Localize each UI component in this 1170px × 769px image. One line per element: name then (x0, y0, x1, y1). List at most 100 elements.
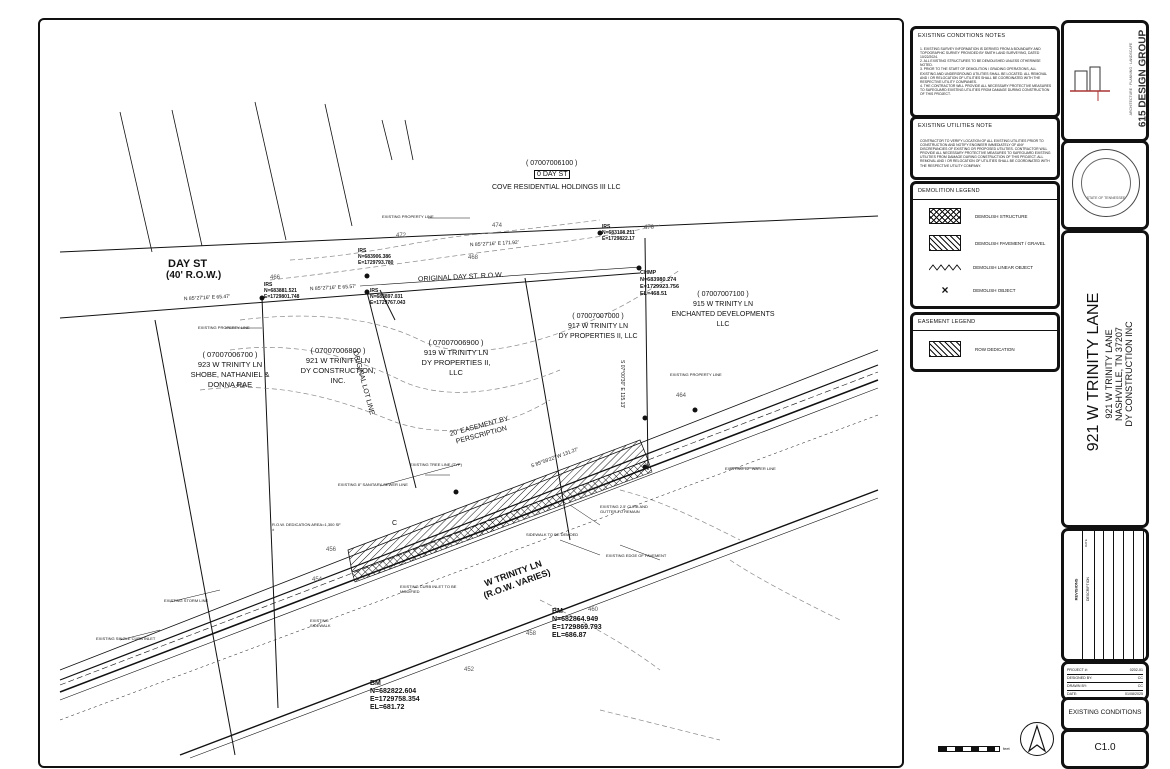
contour-464: 464 (676, 393, 687, 399)
demolition-legend: DEMOLITION LEGEND DEMOLISH STRUCTURE DEM… (910, 181, 1060, 309)
parcel-923: ( 07007006700 ) 923 W TRINITY LN SHOBE, … (180, 350, 280, 390)
parcel-north-owner: COVE RESIDENTIAL HOLDINGS III LLC (492, 184, 621, 191)
irs4-e: E=1729822.17 (602, 236, 635, 242)
ec-note-1: 1. EXISTING SURVEY INFORMATION IS DERIVE… (920, 47, 1041, 60)
existing-conditions-notes-body: 1. EXISTING SURVEY INFORMATION IS DERIVE… (920, 47, 1052, 96)
plan-frame: ( 07007006100 ) 0 DAY ST COVE RESIDENTIA… (38, 18, 904, 768)
bm2-label: BM (370, 680, 381, 687)
firm-logo-panel: 615 DESIGN GROUP ARCHITECTURE · PLANNING… (1061, 20, 1149, 142)
bm-point-2: BM N=682822.604 E=1729758.354 EL=681.72 (370, 680, 420, 712)
bm2-n: N=682822.604 (370, 688, 417, 695)
sheet-name: EXISTING CONDITIONS (1068, 709, 1142, 716)
site-plan (59, 101, 879, 759)
irs4-label: IRS (602, 224, 611, 230)
legend-row-dedication: ROW DEDICATION (929, 341, 1015, 357)
irs-point-2: IRS N=683881.521 E=1729801.748 (264, 282, 299, 300)
date-value: 01/08/2025 (1125, 692, 1143, 696)
callout-row-dedication: R.O.W. DEDICATION AREA=1,300 SF ± (272, 522, 341, 532)
revisions-label-col: REVISIONS (1068, 531, 1083, 659)
legend-row-dedication-label: ROW DEDICATION (975, 346, 1015, 352)
ec-note-3: 3. PRIOR TO THE START OF DEMOLITION / GR… (920, 67, 1048, 84)
legend-demolish-object: × DEMOLISH OBJECT (929, 282, 1015, 298)
irs2-e: E=1729801.748 (264, 294, 300, 300)
callout-leaders (119, 217, 760, 641)
ec-note-4: 4. THE CONTRACTOR WILL PROVIDE ALL NECES… (920, 83, 1052, 97)
bm1-e: E=1729869.793 (552, 624, 602, 631)
designed-by-value: CC (1137, 676, 1143, 680)
irs2-label: IRS (264, 282, 273, 288)
day-st-row-label: (40' R.O.W.) (166, 270, 222, 281)
parcel-919-addr: 919 W TRINITY LN (423, 348, 489, 357)
revisions-desc-label: DESCRIPTION (1086, 577, 1090, 601)
irs3-n: N=683897.031 (370, 294, 403, 300)
sheet-number-panel: C1.0 (1061, 729, 1149, 769)
north-arrow-icon (1020, 722, 1054, 756)
existing-conditions-notes-title: EXISTING CONDITIONS NOTES (918, 33, 1006, 39)
legend-demolish-structure: DEMOLISH STRUCTURE (929, 208, 1028, 224)
project-address: 921 W TRINITY LANE (1104, 329, 1114, 419)
callout-ex-single-curb: EXISTING SINGLE CURB INLET (96, 636, 156, 641)
chmp-n: N=683980.274 (640, 277, 677, 283)
parcel-921-id: ( 07007006800 ) (310, 346, 366, 355)
callout-sidewalk-demo: SIDEWALK TO BE DEMOED (526, 532, 579, 537)
revisions-panel: REVISIONS DESCRIPTION DATE (1061, 528, 1149, 662)
demolition-legend-divider (913, 199, 1057, 200)
irs-point-1: IRS N=683906.386 E=1729793.780 (358, 248, 393, 266)
contours (199, 219, 841, 741)
contour-452: 452 (464, 667, 475, 673)
firm-subtitle: ARCHITECTURE · PLANNING · LANDSCAPE (1129, 42, 1133, 116)
contour-454: 454 (312, 577, 323, 583)
chmp-e: E=1729923.756 (640, 284, 679, 290)
callout-ex-sewer: EXISTING 8" SANITARY SEWER LINE (338, 482, 408, 487)
callout-ex-edge: EXISTING EDGE OF PAVEMENT (606, 553, 667, 558)
project-info-panel: PROJECT #: 0202-01 DESIGNED BY: CC DRAWN… (1061, 661, 1149, 701)
contour-474: 474 (492, 223, 503, 229)
revisions-label: REVISIONS (1073, 578, 1079, 601)
parcel-917: ( 07007007000 ) 917 W TRINITY LN DY PROP… (548, 312, 648, 342)
sheet-number: C1.0 (1094, 742, 1116, 753)
engineer-seal-panel: STATE OF TENNESSEE (1061, 140, 1149, 230)
bm1-label: BM (552, 608, 563, 615)
callout-ex-curb: EXISTING 2.5' CURB AND GUTTER TO REMAIN (600, 504, 648, 514)
irs-point-4: IRS N=683108.211 E=1729822.17 (602, 224, 635, 242)
easement-legend-divider (913, 330, 1057, 331)
parcel-919-owner1: DY PROPERTIES II, (421, 358, 491, 367)
parcel-915-addr: 915 W TRINITY LN (692, 301, 754, 308)
parcel-923-id: ( 07007006700 ) (202, 350, 258, 359)
revisions-date-label: DATE (1084, 539, 1088, 547)
existing-utilities-note-title: EXISTING UTILITIES NOTE (918, 123, 993, 129)
irs-point-3: IRS N=683897.031 E=1729767.043 (370, 288, 405, 306)
callout-ex-prop-line-2: EXISTING PROPERTY LINE (198, 325, 250, 330)
project-info-rows: PROJECT #: 0202-01 DESIGNED BY: CC DRAWN… (1067, 667, 1143, 698)
chmp-label: CHMP (640, 270, 657, 276)
irs3-e: E=1729767.043 (370, 300, 406, 306)
bearing-east: S 07°00'30" E 115.13' (619, 360, 625, 409)
day-st-label: DAY ST (168, 258, 208, 270)
parcel-915-id: ( 07007007100 ) (697, 291, 749, 298)
parcel-917-id: ( 07007007000 ) (572, 313, 624, 320)
demolition-legend-title: DEMOLITION LEGEND (918, 188, 980, 194)
ec-note-2: 2. ALL EXISTING STRUCTURES TO BE DEMOLIS… (920, 59, 1041, 68)
parcel-915-owner: ENCHANTED DEVELOPMENTS LLC (671, 311, 775, 328)
easement-legend: EASEMENT LEGEND ROW DEDICATION (910, 312, 1060, 372)
parcel-919-owner2: LLC (449, 368, 463, 377)
project-client: DY CONSTRUCTION INC (1124, 321, 1134, 427)
parcel-921-owner2: INC. (330, 376, 346, 385)
date-row: DATE: 01/08/2025 (1067, 691, 1143, 698)
contour-470: 470 (644, 225, 655, 231)
drawn-by-label: DRAWN BY: (1067, 684, 1088, 688)
contour-472: 472 (396, 233, 407, 239)
parcel-921-owner1: DY CONSTRUCTION, (300, 366, 376, 375)
contour-460: 460 (588, 607, 599, 613)
callout-ex-prop-line: EXISTING PROPERTY LINE (382, 214, 434, 219)
contour-466: 466 (270, 275, 281, 281)
row-hatch-swatch-icon (929, 341, 961, 357)
callout-ex-prop-line-3: EXISTING PROPERTY LINE (670, 372, 722, 377)
legend-demolish-linear-label: DEMOLISH LINEAR OBJECT (973, 264, 1034, 270)
chmp-el: EL=468.51 (640, 291, 668, 297)
crosshatch-swatch-icon (929, 208, 961, 224)
revisions-grid (1094, 531, 1144, 659)
bm2-e: E=1729758.354 (370, 696, 420, 703)
legend-demolish-pavement: DEMOLISH PAVEMENT / GRAVEL (929, 235, 1045, 251)
legend-demolish-pavement-label: DEMOLISH PAVEMENT / GRAVEL (975, 240, 1046, 246)
